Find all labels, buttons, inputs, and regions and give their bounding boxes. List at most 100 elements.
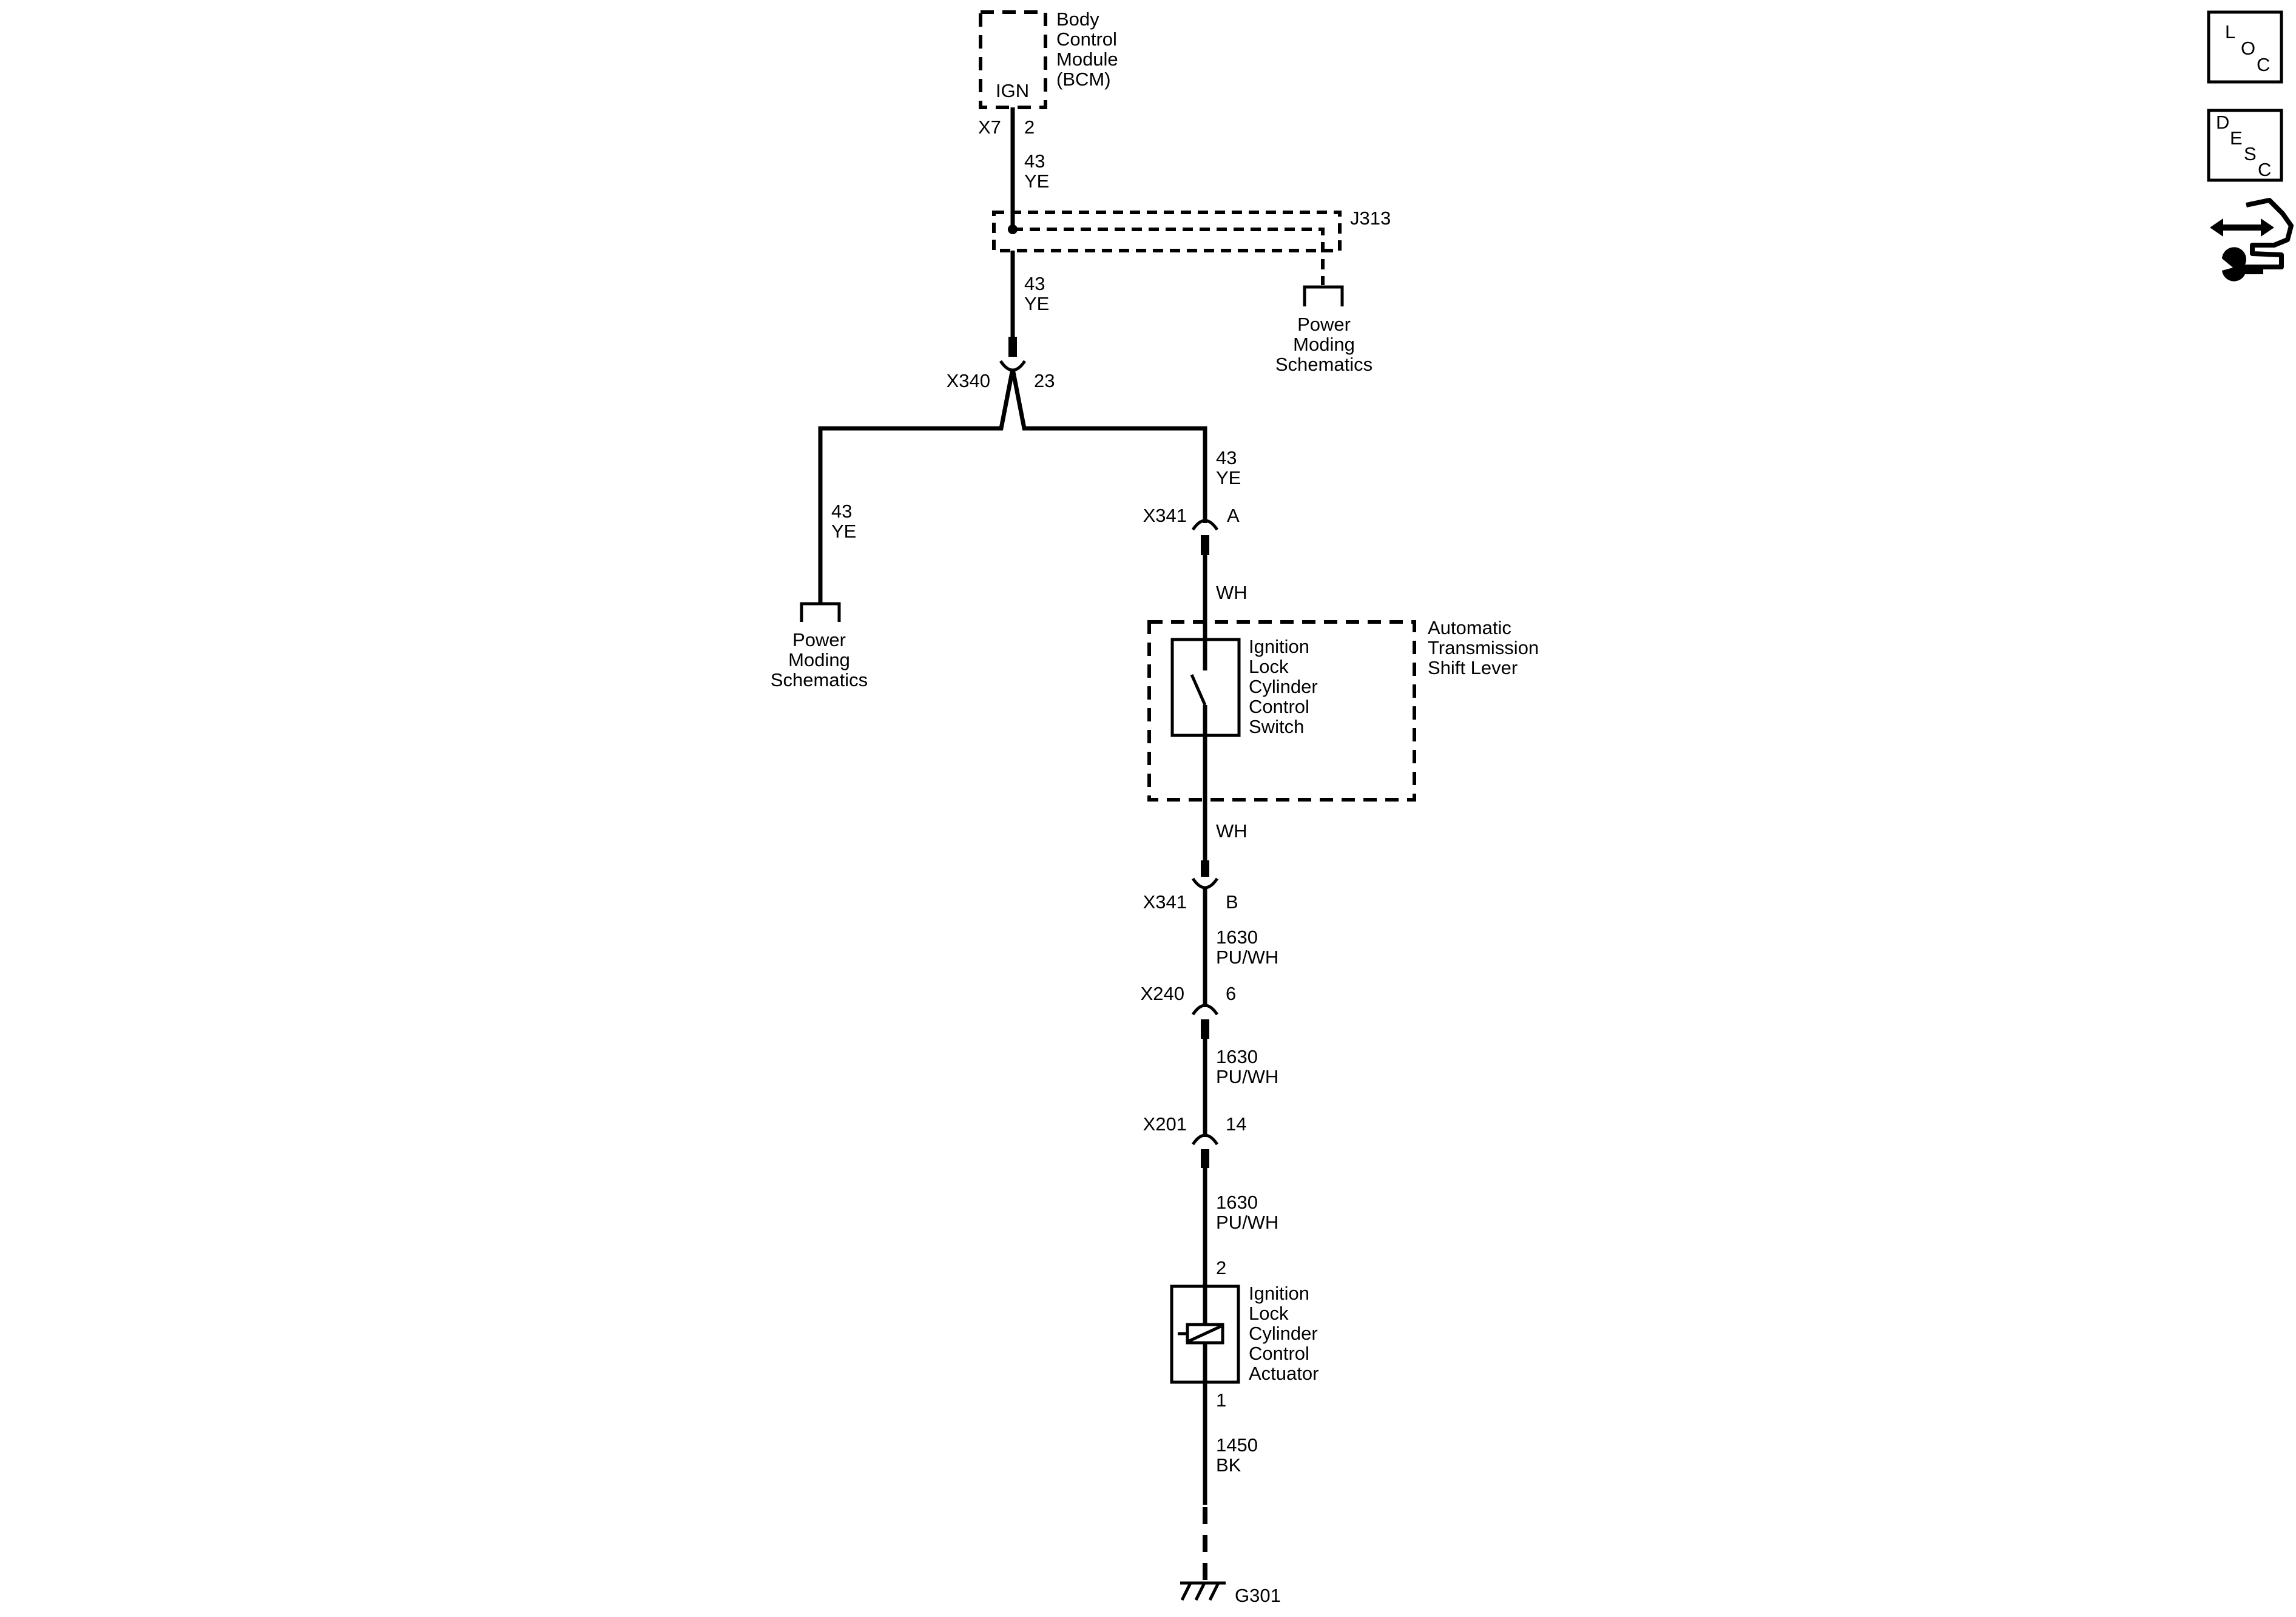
splice-node [1008,224,1018,234]
wire-circuit-label: 1630 [1216,1192,1258,1213]
connector-cup-x201 [1191,1133,1219,1146]
connector-name: X341 [1143,891,1187,913]
wire-color-label: YE [1024,170,1049,192]
actuator-pin-bottom: 1 [1216,1389,1226,1411]
connector-cup-x240 [1191,1004,1219,1016]
location-view-icon [2207,10,2283,84]
description-view-icon [2207,109,2283,182]
actuator-name-line: Ignition [1249,1283,1309,1304]
wire-circuit-label: 43 [1024,150,1045,172]
shift-lever-assembly[interactable]: Automatic Transmission Shift Lever [1147,617,1539,802]
connector-name: X341 [1143,505,1187,526]
bcm-name-line: Control [1056,29,1117,50]
splice-name: J313 [1350,208,1391,229]
loc-letter: O [2241,38,2255,59]
connector-x201[interactable]: X201 14 [1143,1113,1247,1168]
shift-lever-name-line: Automatic [1428,617,1511,638]
wire-circuit-label: 43 [1024,273,1045,294]
power-moding-reference-lower[interactable]: Power Moding Schematics [771,602,868,690]
switch-contact-blade [1190,673,1207,706]
reference-bracket [800,602,841,622]
reference-text-line: Schematics [771,669,868,690]
wire-circuit-label: 1450 [1216,1434,1258,1456]
wire-circuit-label: 43 [831,501,852,522]
wire-left-branch [818,368,1015,604]
actuator-name-line: Lock [1249,1303,1289,1324]
ground-hatch [1208,1582,1220,1601]
bcm-module[interactable]: Body Control Module (BCM) IGN [979,8,1118,109]
wire-color-label: YE [1024,293,1049,314]
reference-text-line: Power [792,629,846,650]
ignition-lock-switch[interactable]: Ignition Lock Cylinder Control Switch [1170,636,1318,737]
wire-circuit-label: 43 [1216,447,1237,468]
actuator-pin-top: 2 [1216,1257,1226,1278]
switch-name-line: Cylinder [1249,676,1318,697]
connector-cup-x341-a [1191,519,1219,531]
wire-circuit-label: 1630 [1216,1046,1258,1067]
connector-pin-number: 23 [1034,370,1055,391]
connector-repair-icon [2210,198,2294,282]
connector-cup-x340 [999,360,1027,372]
ground-g301[interactable]: G301 [1180,1581,1281,1606]
shift-lever-name-line: Transmission [1428,637,1539,658]
solenoid-coil-diagonal [1188,1325,1222,1343]
desc-letter: C [2258,159,2271,180]
bcm-name-line: Body [1056,8,1099,30]
wire-color-label: YE [831,521,856,542]
connector-x240[interactable]: X240 6 [1141,983,1237,1039]
connector-name: X340 [947,370,990,391]
bcm-pin-number: 2 [1024,116,1035,138]
connector-pin-number: B [1226,891,1238,913]
connector-x340[interactable]: X340 23 [947,360,1055,391]
splice-pack-j313[interactable]: J313 [992,208,1391,285]
reference-text-line: Schematics [1275,354,1373,375]
ground-hatch [1194,1582,1206,1601]
switch-name-line: Control [1249,696,1309,717]
switch-name-line: Lock [1249,656,1289,677]
switch-name-line: Ignition [1249,636,1309,657]
reference-text-line: Power [1297,314,1351,335]
splice-internal-path [1013,228,1325,285]
wire-right-branch [1010,368,1207,523]
desc-letter: S [2244,143,2257,164]
wire-color-label: PU/WH [1216,1066,1278,1087]
shift-lever-outline [1147,620,1416,802]
bcm-name-line: Module [1056,49,1118,70]
connector-repair-button[interactable] [2210,198,2294,282]
shift-lever-name-line: Shift Lever [1428,657,1518,678]
wire-color-label: BK [1216,1454,1241,1476]
actuator-name-line: Control [1249,1343,1309,1364]
actuator-name-line: Cylinder [1249,1323,1318,1344]
loc-letter: L [2225,21,2235,42]
desc-button[interactable]: D E S C [2207,109,2283,182]
wire-color-label: PU/WH [1216,947,1278,968]
connector-name: X201 [1143,1113,1187,1135]
reference-bracket [1303,285,1344,306]
wire-color-label: WH [1216,820,1248,842]
connector-pin-number: A [1227,505,1240,526]
ground-hatch [1180,1582,1192,1601]
connector-name: X240 [1141,983,1184,1004]
reference-text-line: Moding [1293,334,1355,355]
bcm-name-line: (BCM) [1056,69,1111,90]
actuator-name-line: Actuator [1249,1363,1319,1384]
desc-letter: E [2230,127,2243,149]
connector-pin-number: 6 [1226,983,1236,1004]
loc-letter: C [2257,54,2270,75]
bcm-outline [979,10,1047,109]
bcm-connector-label: X7 [978,116,1001,138]
reference-text-line: Moding [788,649,850,670]
loc-button[interactable]: L O C [2207,10,2283,84]
connector-x341-a[interactable]: X341 A [1143,505,1240,555]
power-moding-reference-upper[interactable]: Power Moding Schematics [1275,285,1373,375]
wire-circuit-label: 1630 [1216,927,1258,948]
connector-cup-x341-b [1191,877,1219,890]
wire-color-label: YE [1216,467,1241,488]
ignition-lock-actuator[interactable]: Ignition Lock Cylinder Control Actuator [1170,1283,1319,1384]
connector-pin-number: 14 [1226,1113,1246,1135]
connector-x341-b[interactable]: X341 B [1143,877,1238,913]
splice-outline [992,211,1342,252]
bcm-pin-label: IGN [996,80,1029,101]
desc-letter: D [2216,112,2229,133]
